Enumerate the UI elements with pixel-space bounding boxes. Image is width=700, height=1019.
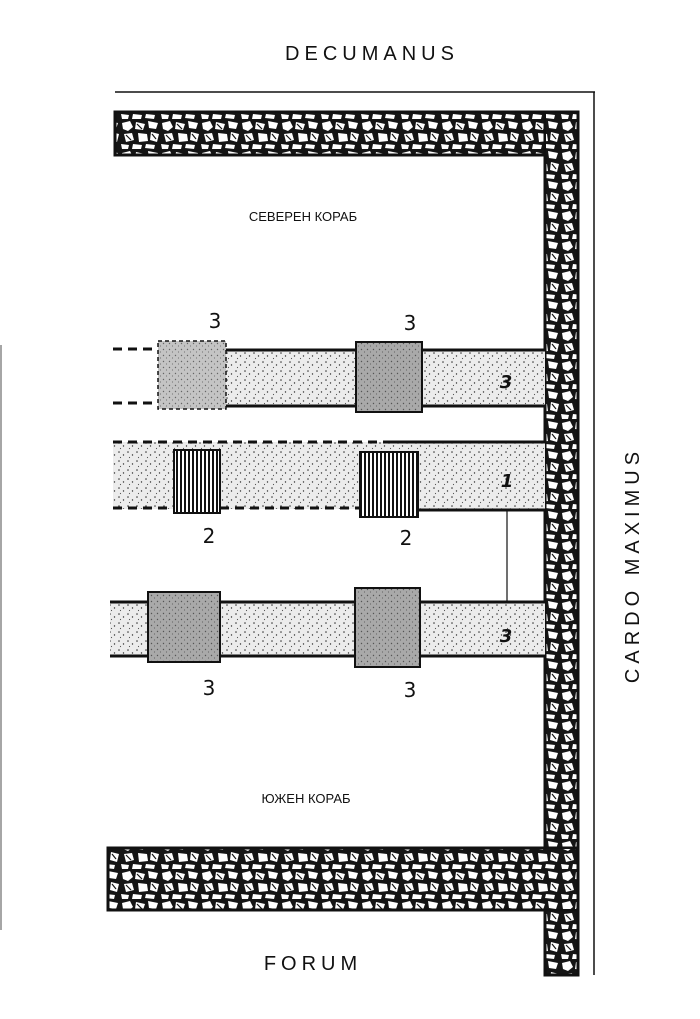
forum-label: FORUM [264,953,362,975]
south-pier-1 [147,591,221,663]
south-wall [106,846,580,912]
north-aisle-label: СЕВЕРЕН КОРАБ [249,209,357,224]
middle-pier-label-1: 2 [203,524,216,548]
south-aisle-label: ЮЖЕН КОРАБ [261,791,350,806]
north-pier-label-2: 3 [404,311,417,335]
north-pier-reconstructed [157,340,227,410]
north-pier [355,341,423,413]
south-pier-label-2: 3 [404,678,417,702]
middle-band-label: 1 [501,471,514,492]
south-pier-label-1: 3 [203,676,216,700]
decumanus-label: DECUMANUS [285,43,459,65]
wall-joint-se [546,849,576,909]
south-pier-2 [354,587,421,668]
wall-joint-ne [546,114,576,154]
middle-pier-label-2: 2 [400,526,413,550]
east-wall [543,110,580,977]
middle-pier-2 [359,451,419,518]
north-band-label: 3 [500,372,513,393]
north-wall [113,110,580,157]
north-pier-label-1: 3 [209,309,222,333]
south-band-label: 3 [500,626,513,647]
cardo-maximus-label: CARDO MAXIMUS [622,447,644,683]
middle-pier-1 [173,449,221,514]
